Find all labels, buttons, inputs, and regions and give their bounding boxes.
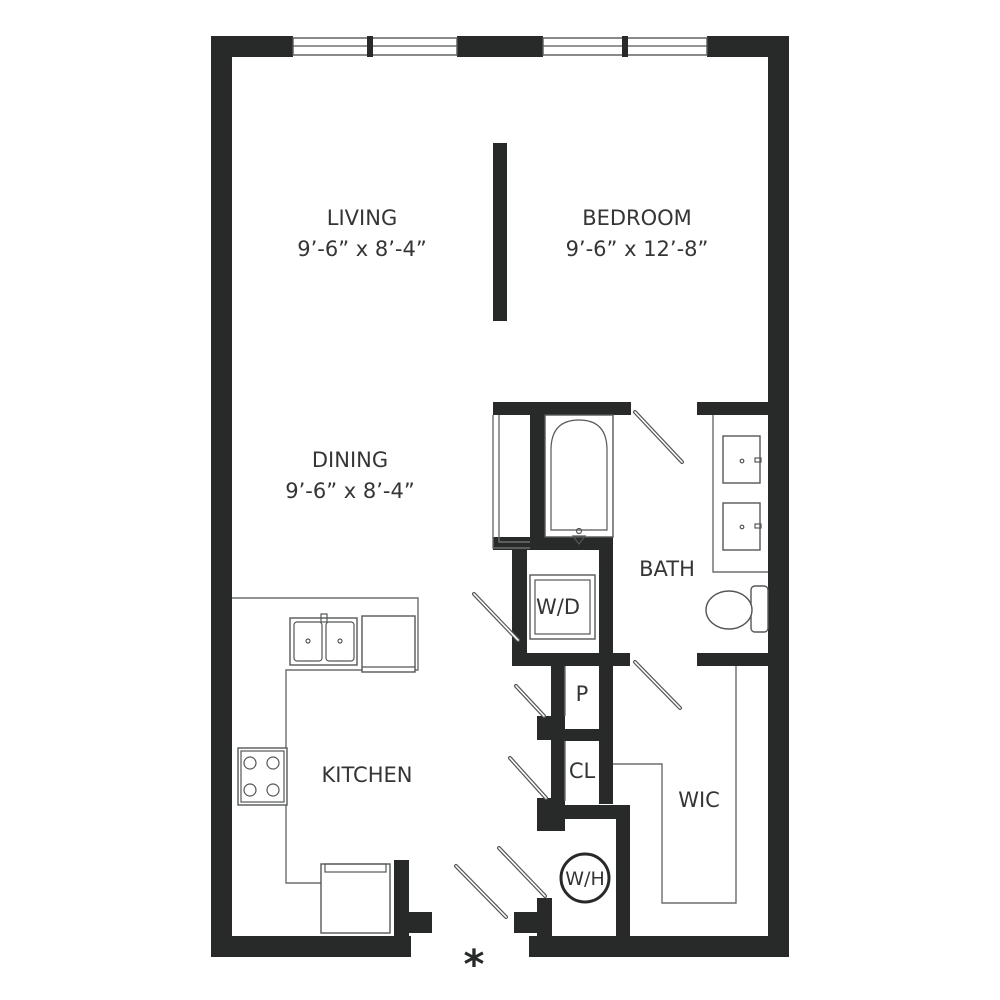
dining-label: DINING xyxy=(312,448,388,472)
kitchen-label: KITCHEN xyxy=(322,763,413,787)
closet-shelves xyxy=(564,666,737,904)
wic-label: WIC xyxy=(678,788,720,812)
refrigerator-icon xyxy=(320,863,391,934)
dining-size: 9’-6” x 8’-4” xyxy=(285,479,415,503)
door-swings xyxy=(454,410,684,919)
room-labels: LIVING 9’-6” x 8’-4” BEDROOM 9’-6” x 12’… xyxy=(285,206,720,890)
exterior-walls xyxy=(211,36,789,957)
entry-marker: * xyxy=(464,942,485,988)
pantry-label: P xyxy=(576,682,589,706)
bath-label: BATH xyxy=(639,557,695,581)
windows xyxy=(292,36,708,57)
bedroom-size: 9’-6” x 12’-8” xyxy=(566,237,709,261)
interior-walls xyxy=(394,143,769,957)
living-label: LIVING xyxy=(327,206,397,230)
washer-dryer-box xyxy=(529,574,596,640)
water-heater-label: W/H xyxy=(565,868,604,890)
dishwasher-icon xyxy=(361,615,416,673)
kitchen-counter xyxy=(232,597,419,884)
linen-shelf xyxy=(492,415,530,549)
water-heater-icon xyxy=(559,852,611,904)
washer-dryer-label: W/D xyxy=(536,595,580,619)
bathtub-icon xyxy=(544,414,614,545)
vanity-counter xyxy=(712,415,768,573)
closet-label: CL xyxy=(569,759,596,783)
vanity-sink-icon xyxy=(722,435,762,551)
range-cooktop-icon xyxy=(237,747,288,806)
double-sink-icon xyxy=(289,613,358,666)
living-size: 9’-6” x 8’-4” xyxy=(297,237,427,261)
bedroom-label: BEDROOM xyxy=(582,206,692,230)
toilet-icon xyxy=(705,585,769,633)
